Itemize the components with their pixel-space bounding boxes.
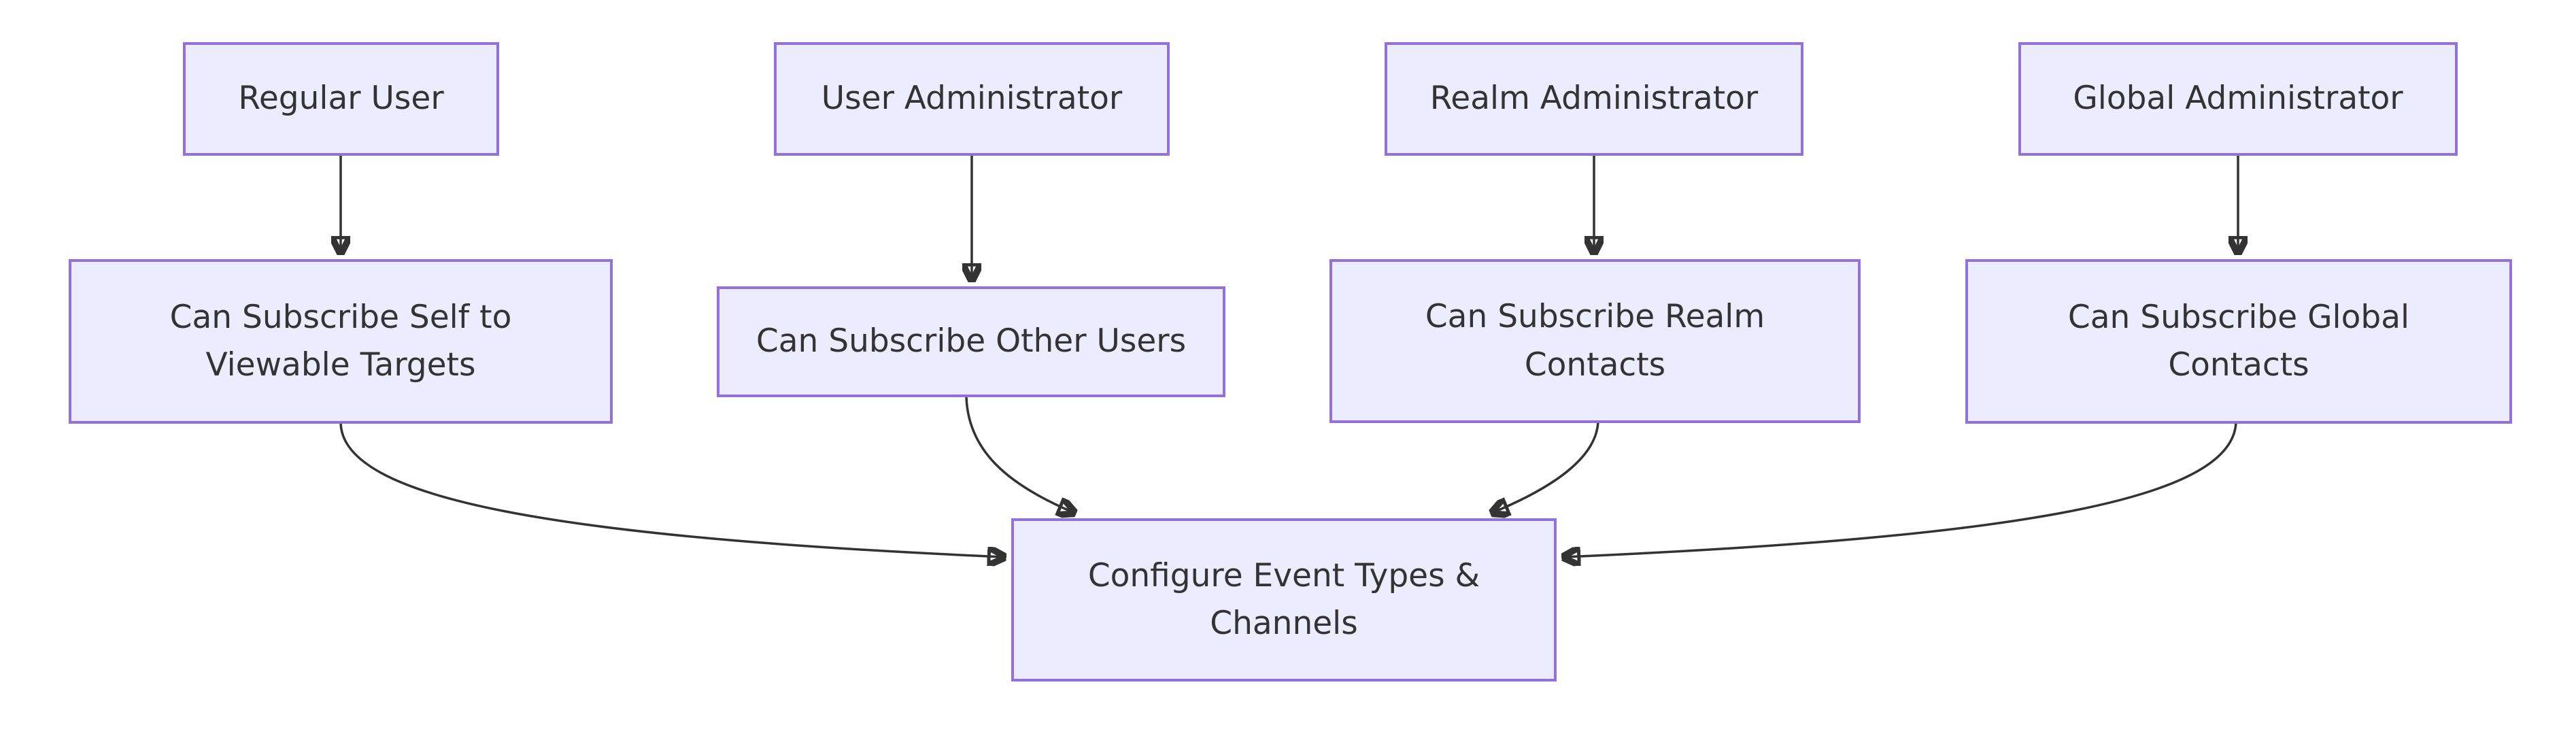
node-configure-event-types-channels-label: Configure Event Types & Channels [1087,556,1480,643]
node-can-subscribe-other-users-label: Can Subscribe Other Users [756,322,1187,360]
node-can-subscribe-self: Can Subscribe Self to Viewable Targets [69,259,613,424]
edge-subscribe-realm-to-configure [1492,422,1599,513]
edge-subscribe-global-to-configure [1563,422,2237,557]
edge-subscribe-other-to-configure [965,397,1074,513]
node-regular-user: Regular User [183,42,499,156]
node-global-administrator-label: Global Administrator [2073,80,2403,118]
node-can-subscribe-realm-contacts-label: Can Subscribe Realm Contacts [1425,298,1765,384]
node-realm-administrator-label: Realm Administrator [1429,80,1759,118]
node-realm-administrator: Realm Administrator [1385,42,1803,156]
node-can-subscribe-realm-contacts: Can Subscribe Realm Contacts [1329,259,1861,423]
node-configure-event-types-channels: Configure Event Types & Channels [1011,518,1557,682]
node-can-subscribe-self-label: Can Subscribe Self to Viewable Targets [169,298,512,384]
node-user-administrator: User Administrator [774,42,1170,156]
node-can-subscribe-global-contacts: Can Subscribe Global Contacts [1965,259,2512,424]
node-can-subscribe-global-contacts-label: Can Subscribe Global Contacts [2067,298,2410,384]
node-global-administrator: Global Administrator [2018,42,2458,156]
edge-subscribe-self-to-configure [339,423,1004,557]
node-regular-user-label: Regular User [238,80,444,118]
node-user-administrator-label: User Administrator [821,80,1123,118]
node-can-subscribe-other-users: Can Subscribe Other Users [717,286,1225,397]
